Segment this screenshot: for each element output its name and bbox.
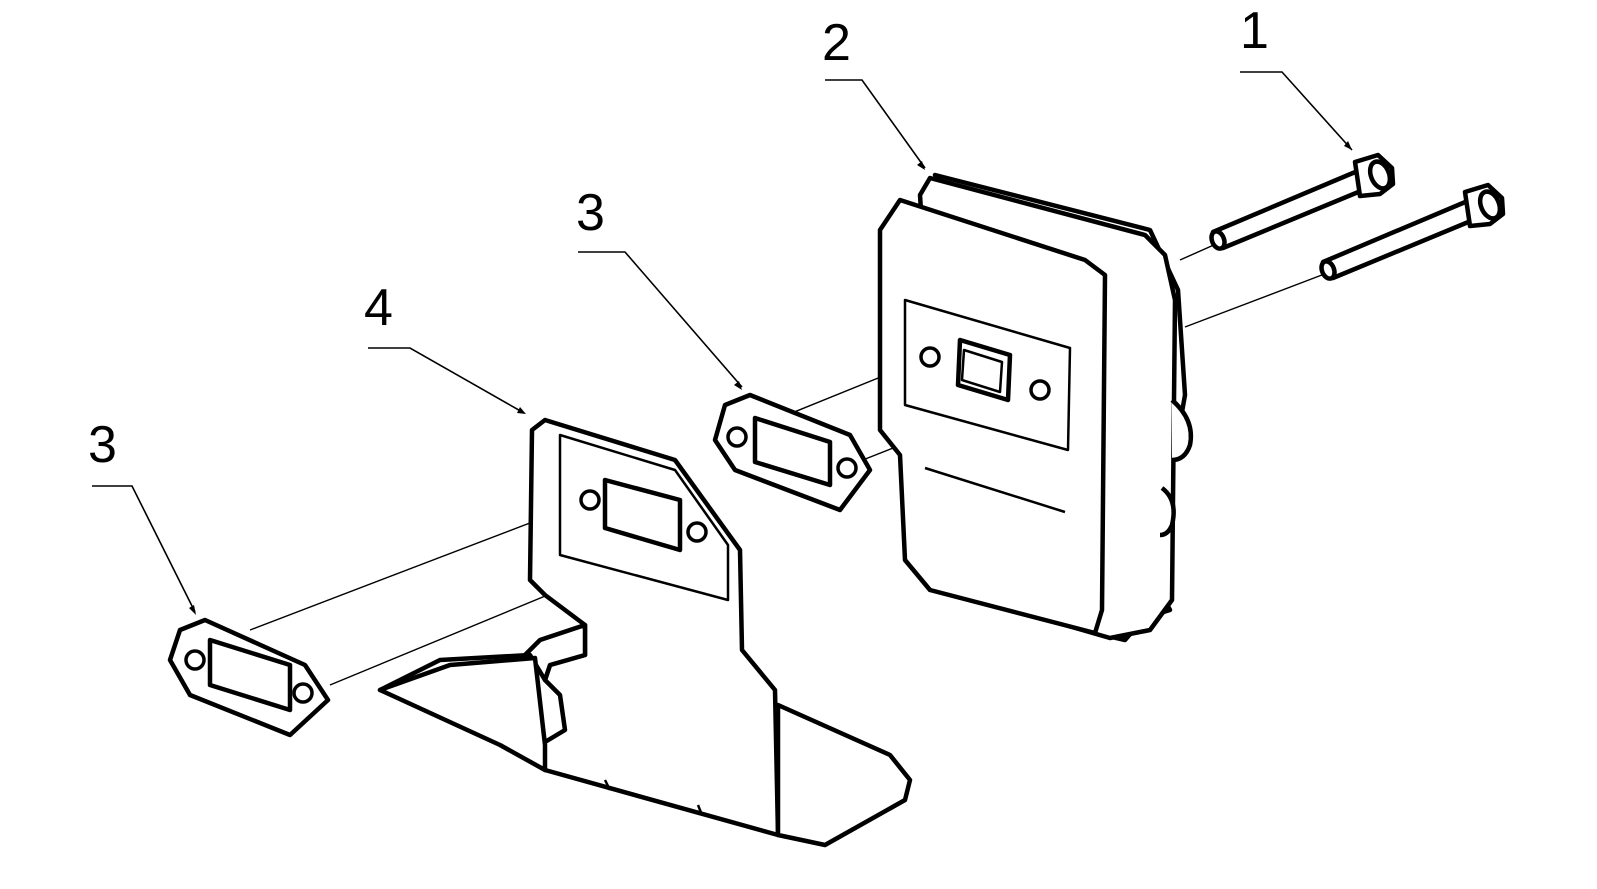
muffler: [877, 172, 1194, 643]
gasket-lower: [167, 617, 331, 738]
callout-leaders: [92, 71, 1353, 615]
gasket-upper: [712, 392, 873, 513]
callout-2-label: 2: [822, 14, 851, 72]
callout-labels: 1 2 3 3 4: [88, 2, 1269, 474]
bolt-upper: [1209, 152, 1396, 251]
heat-shield: [377, 417, 913, 848]
callout-1-label: 1: [1240, 2, 1269, 60]
bolt-lower: [1319, 182, 1506, 281]
callout-4-label: 4: [364, 279, 393, 337]
callout-3-lower-label: 3: [88, 416, 117, 474]
callout-3-upper-label: 3: [576, 184, 605, 242]
bolts: [1209, 152, 1506, 281]
